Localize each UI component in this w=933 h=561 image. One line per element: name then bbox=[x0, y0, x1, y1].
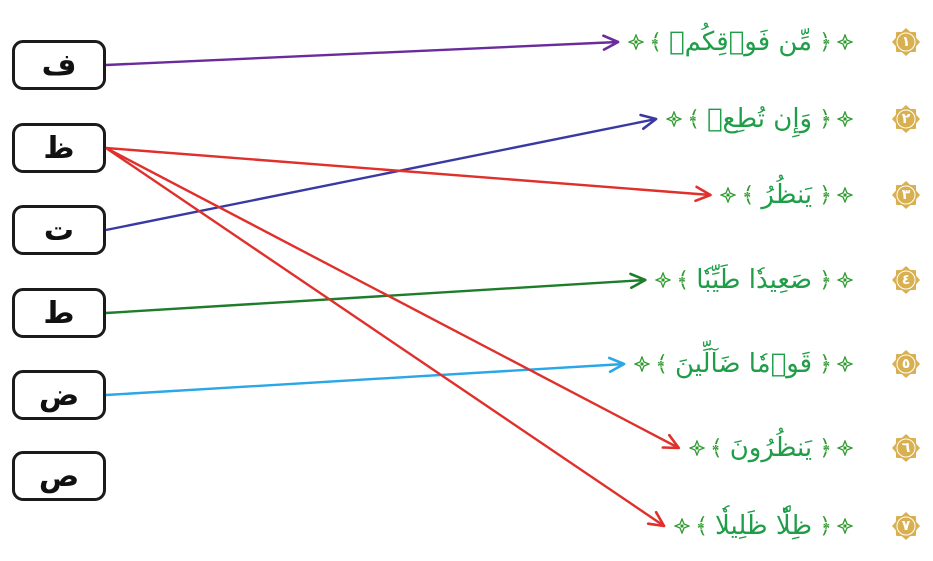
letter-label: ط bbox=[43, 295, 75, 331]
flower-ornament-icon bbox=[655, 272, 672, 288]
number-badge-4: ٤ bbox=[891, 265, 921, 295]
connection-line bbox=[105, 117, 657, 232]
flower-ornament-icon bbox=[837, 440, 853, 456]
word-phrase-5[interactable]: ﴿قَوۡمٗا ضَآلِّينَ﴾ bbox=[632, 344, 855, 384]
number-badge-5: ٥ bbox=[891, 349, 921, 379]
star-badge-icon bbox=[892, 28, 920, 56]
connection-line bbox=[105, 362, 625, 397]
number-badge-7: ٧ bbox=[891, 511, 921, 541]
word-text: قَوۡمٗا ضَآلِّينَ bbox=[674, 349, 813, 379]
letter-box-6[interactable]: ص bbox=[12, 451, 106, 501]
close-bracket: ﴾ bbox=[687, 106, 700, 132]
flower-ornament-icon bbox=[720, 187, 737, 203]
badge-number: ٦ bbox=[901, 440, 911, 456]
letter-label: ظ bbox=[43, 130, 75, 166]
connection-line bbox=[105, 147, 665, 527]
connection-line bbox=[105, 146, 680, 450]
letter-label: ص bbox=[38, 458, 80, 494]
close-bracket: ﴾ bbox=[655, 351, 668, 377]
word-phrase-6[interactable]: ﴿يَنظُرُونَ﴾ bbox=[687, 428, 855, 468]
star-badge-icon bbox=[892, 105, 920, 133]
close-bracket: ﴾ bbox=[695, 513, 708, 539]
flower-ornament-icon bbox=[674, 518, 691, 534]
number-badge-3: ٣ bbox=[891, 180, 921, 210]
open-bracket: ﴿ bbox=[819, 435, 832, 461]
letter-box-5[interactable]: ض bbox=[12, 370, 106, 420]
star-badge-icon bbox=[892, 350, 920, 378]
flower-ornament-icon bbox=[628, 34, 645, 50]
word-phrase-7[interactable]: ﴿ظِلّٗا ظَلِيلٗا﴾ bbox=[672, 506, 855, 546]
flower-ornament-icon bbox=[634, 356, 651, 372]
letter-label: ف bbox=[41, 47, 77, 83]
star-badge-icon bbox=[892, 434, 920, 462]
open-bracket: ﴿ bbox=[819, 106, 832, 132]
flower-ornament-icon bbox=[837, 272, 853, 288]
badge-number: ٥ bbox=[901, 356, 911, 372]
word-phrase-3[interactable]: ﴿يَنظُرُ﴾ bbox=[718, 175, 855, 215]
badge-number: ٢ bbox=[901, 111, 911, 127]
star-badge-icon bbox=[892, 266, 920, 294]
word-text: يَنظُرُونَ bbox=[729, 433, 813, 463]
close-bracket: ﴾ bbox=[741, 182, 755, 208]
badge-number: ٤ bbox=[901, 272, 911, 288]
badge-number: ٣ bbox=[901, 187, 911, 203]
open-bracket: ﴿ bbox=[819, 182, 832, 208]
connection-line bbox=[105, 278, 646, 315]
letter-box-1[interactable]: ف bbox=[12, 40, 106, 90]
flower-ornament-icon bbox=[837, 518, 853, 534]
flower-ornament-icon bbox=[688, 440, 705, 456]
letter-box-2[interactable]: ظ bbox=[12, 123, 106, 173]
arrowhead-icon bbox=[639, 113, 658, 130]
open-bracket: ﴿ bbox=[819, 29, 832, 55]
word-text: ظِلّٗا ظَلِيلٗا bbox=[714, 511, 813, 541]
arrowhead-icon bbox=[602, 34, 620, 51]
word-phrase-1[interactable]: ﴿مِّن فَوۡقِكُمۡ﴾ bbox=[626, 22, 855, 62]
word-phrase-2[interactable]: ﴿وَإِن تُطِعۡ﴾ bbox=[664, 99, 855, 139]
word-phrase-4[interactable]: ﴿صَعِيدٗا طَيِّبٗا﴾ bbox=[653, 260, 855, 300]
flower-ornament-icon bbox=[837, 356, 853, 372]
word-text: صَعِيدٗا طَيِّبٗا bbox=[696, 265, 813, 295]
connection-line bbox=[105, 40, 619, 67]
letter-label: ت bbox=[43, 212, 75, 248]
badge-number: ٧ bbox=[901, 518, 911, 534]
word-text: مِّن فَوۡقِكُمۡ bbox=[668, 27, 813, 57]
star-badge-icon bbox=[892, 512, 920, 540]
flower-ornament-icon bbox=[837, 187, 853, 203]
open-bracket: ﴿ bbox=[819, 267, 832, 293]
flower-ornament-icon bbox=[666, 111, 683, 127]
arrowhead-icon bbox=[629, 272, 647, 290]
close-bracket: ﴾ bbox=[676, 267, 690, 293]
connection-line bbox=[105, 146, 711, 197]
flower-ornament-icon bbox=[837, 34, 853, 50]
letter-box-3[interactable]: ت bbox=[12, 205, 106, 255]
arrowhead-icon bbox=[661, 433, 681, 450]
number-badge-1: ١ bbox=[891, 27, 921, 57]
star-badge-icon bbox=[892, 181, 920, 209]
number-badge-2: ٢ bbox=[891, 104, 921, 134]
close-bracket: ﴾ bbox=[649, 29, 662, 55]
arrowhead-icon bbox=[607, 356, 626, 374]
badge-number: ١ bbox=[901, 34, 911, 50]
number-badge-6: ٦ bbox=[891, 433, 921, 463]
arrowhead-icon bbox=[646, 510, 666, 528]
open-bracket: ﴿ bbox=[819, 513, 832, 539]
close-bracket: ﴾ bbox=[709, 435, 723, 461]
open-bracket: ﴿ bbox=[819, 351, 832, 377]
letter-label: ض bbox=[38, 377, 80, 413]
word-text: وَإِن تُطِعۡ bbox=[706, 104, 813, 134]
arrowhead-icon bbox=[694, 185, 712, 203]
flower-ornament-icon bbox=[837, 111, 853, 127]
word-text: يَنظُرُ bbox=[761, 180, 813, 210]
letter-box-4[interactable]: ط bbox=[12, 288, 106, 338]
